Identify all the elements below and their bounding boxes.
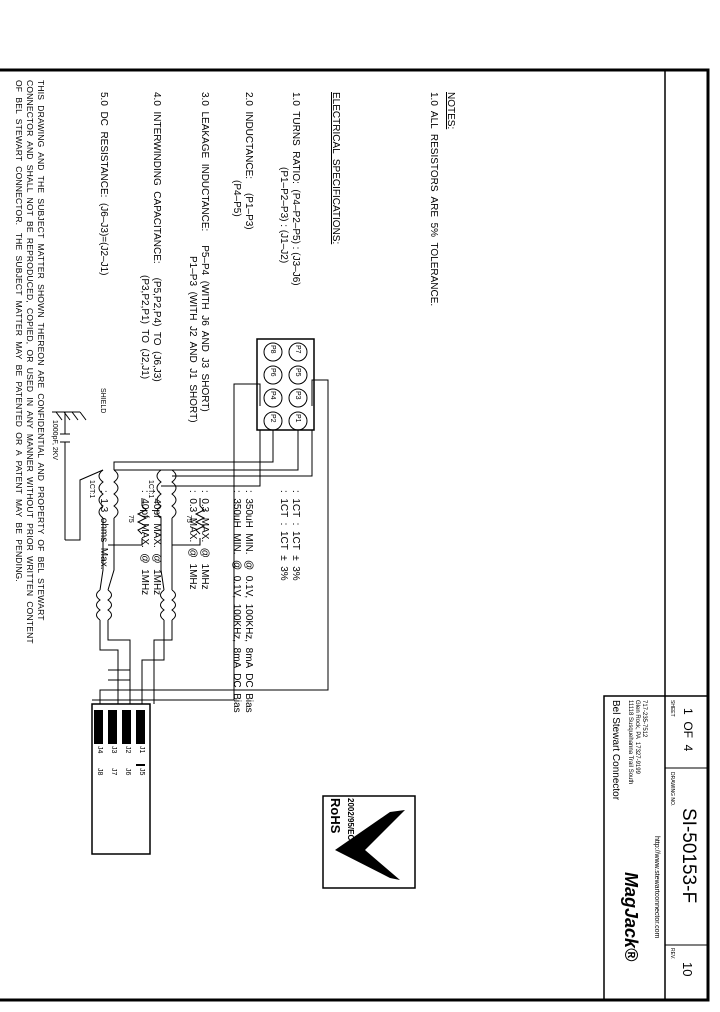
spec-dc-resistance-value: : 1.3 ohms Max. xyxy=(98,490,109,570)
sheet-label: SHEET xyxy=(669,700,675,717)
title-block-frame xyxy=(603,695,709,1001)
spec-inductance-value-2: : 350uH MIN. @ 0.1V, 100KHz, 8mA DC Bias xyxy=(231,490,242,713)
spec-turns-ratio-value: : 1CT : 1CT ± 3% xyxy=(290,490,301,581)
magjack-brand-logo: MagJack® xyxy=(621,872,641,962)
note-resistor-tolerance: 1.0 ALL RESISTORS ARE 5% TOLERANCE. xyxy=(428,92,439,307)
capacitor-symbol xyxy=(60,412,70,540)
rohs-title: RoHS xyxy=(328,798,343,834)
confidential-line-1: THIS DRAWING AND THE SUBJECT MATTER SHOW… xyxy=(36,80,46,621)
spec-turns-ratio-label: 1.0 TURNS RATIO: (P4–P2–P5) : (J3–J6) xyxy=(290,92,301,286)
resistor-label-lower: 75 xyxy=(185,515,192,523)
rohs-logo-frame xyxy=(322,795,416,889)
p-pin-label-p2: P2 xyxy=(269,414,276,423)
notes-heading: NOTES: xyxy=(445,92,456,130)
j-pin-label-j7: J7 xyxy=(110,768,117,776)
j-pin-label-j5: J5 xyxy=(138,768,145,776)
p-pin-label-p4: P4 xyxy=(269,391,276,400)
resistors xyxy=(136,505,206,535)
j-pin-label-j4: J4 xyxy=(96,746,103,754)
p-pin-label-p3: P3 xyxy=(294,391,301,400)
j-pin-bars xyxy=(94,710,145,766)
j-connector-body xyxy=(91,703,151,855)
spec-inductance-label: 2.0 INDUCTANCE: (P1–P3) xyxy=(243,92,254,230)
spec-leakage-label-2: P1–P3 (WITH J2 AND J1 SHORT) xyxy=(187,256,198,423)
sheet-value: 1 OF 4 xyxy=(681,708,695,752)
spec-capacitance-label-2: (P3,P2,P1) TO (J2,J1) xyxy=(139,275,150,380)
spec-leakage-label: 3.0 LEAKAGE INDUCTANCE: P5–P4 (WITH J6 A… xyxy=(199,92,210,412)
confidential-line-3: OF BEL STEWART CONNECTOR. THE SUBJECT MA… xyxy=(14,80,24,582)
revision-value: 10 xyxy=(680,962,695,977)
p-pin-label-p5: P5 xyxy=(294,368,301,377)
rohs-directive: 2002/95/EC xyxy=(346,798,355,841)
j-pin-label-j3: J3 xyxy=(110,746,117,754)
spec-leakage-value: : 0.3 MAX. @ 1MHz xyxy=(199,490,210,590)
spec-turns-ratio-label-2: (P1–P2–P3) : (J1–J2) xyxy=(278,167,289,264)
spec-capacitance-value-2: : 40pf MAX. @ 1MHz xyxy=(139,490,150,596)
resistor-label-upper: 75 xyxy=(127,515,134,523)
company-address-2: Glen Rock, PA 17327-9199 xyxy=(634,700,640,774)
outer-frame xyxy=(0,68,710,1002)
transformer-ratio-label-upper: 1CT:1 xyxy=(88,480,95,499)
j-pin-label-j6: J6 xyxy=(124,768,131,776)
drawing-number-label: DRAWING NO. xyxy=(669,772,675,807)
company-address-3: 717-235-7512 xyxy=(641,700,647,738)
spec-inductance-label-2: (P4–P5) xyxy=(231,180,242,217)
j-pin-label-j2: J2 xyxy=(124,746,131,754)
spec-capacitance-label: 4.0 INTERWINDING CAPACITANCE: (P5,P2,P4)… xyxy=(151,92,162,382)
shield-label: SHIELD xyxy=(99,388,106,414)
j-pin-label-j8: J8 xyxy=(96,768,103,776)
company-website: http://www.stewartconnector.com xyxy=(653,836,660,939)
p-pin-label-p1: P1 xyxy=(294,414,301,423)
j-pin-label-j1: J1 xyxy=(138,746,145,754)
spec-leakage-value-2: : 0.3 MAX. @ 1MHz xyxy=(187,490,198,590)
confidential-line-2: CONNECTOR AND SHALL NOT BE REPRODUCED, C… xyxy=(25,80,35,644)
signal-lines xyxy=(65,379,329,704)
spec-dc-resistance-label: 5.0 DC RESISTANCE: (J6–J3)=(J2–J1) xyxy=(98,92,109,276)
p-pin-label-p7: P7 xyxy=(294,345,301,354)
company-address-1: 11118 Susquehanna Trail South xyxy=(627,700,633,785)
spec-inductance-value: : 350uH MIN. @ 0.1V, 100KHz, 8mA DC Bias xyxy=(243,490,254,713)
transformer-windings xyxy=(98,469,177,519)
drawing-number: SI-50153-F xyxy=(678,808,699,904)
p-pin-label-p8: P8 xyxy=(269,345,276,354)
company-name: Bel Stewart Connector xyxy=(610,700,621,801)
common-mode-chokes xyxy=(96,589,176,621)
specs-heading: ELECTRICAL SPECIFICATIONS: xyxy=(330,92,341,245)
shield-ground-symbol xyxy=(52,411,87,421)
capacitor-label: 1000pF, 2KV xyxy=(51,420,58,461)
spec-capacitance-value: : 40pf MAX. @ 1MHz xyxy=(151,490,162,596)
spec-turns-ratio-value-2: : 1CT : 1CT ± 3% xyxy=(278,490,289,581)
p-pin-label-p6: P6 xyxy=(269,368,276,377)
transformer-ratio-label-lower: 1CT:1 xyxy=(147,480,154,499)
revision-label: REV. xyxy=(669,948,675,960)
rohs-check-mark xyxy=(335,810,405,880)
